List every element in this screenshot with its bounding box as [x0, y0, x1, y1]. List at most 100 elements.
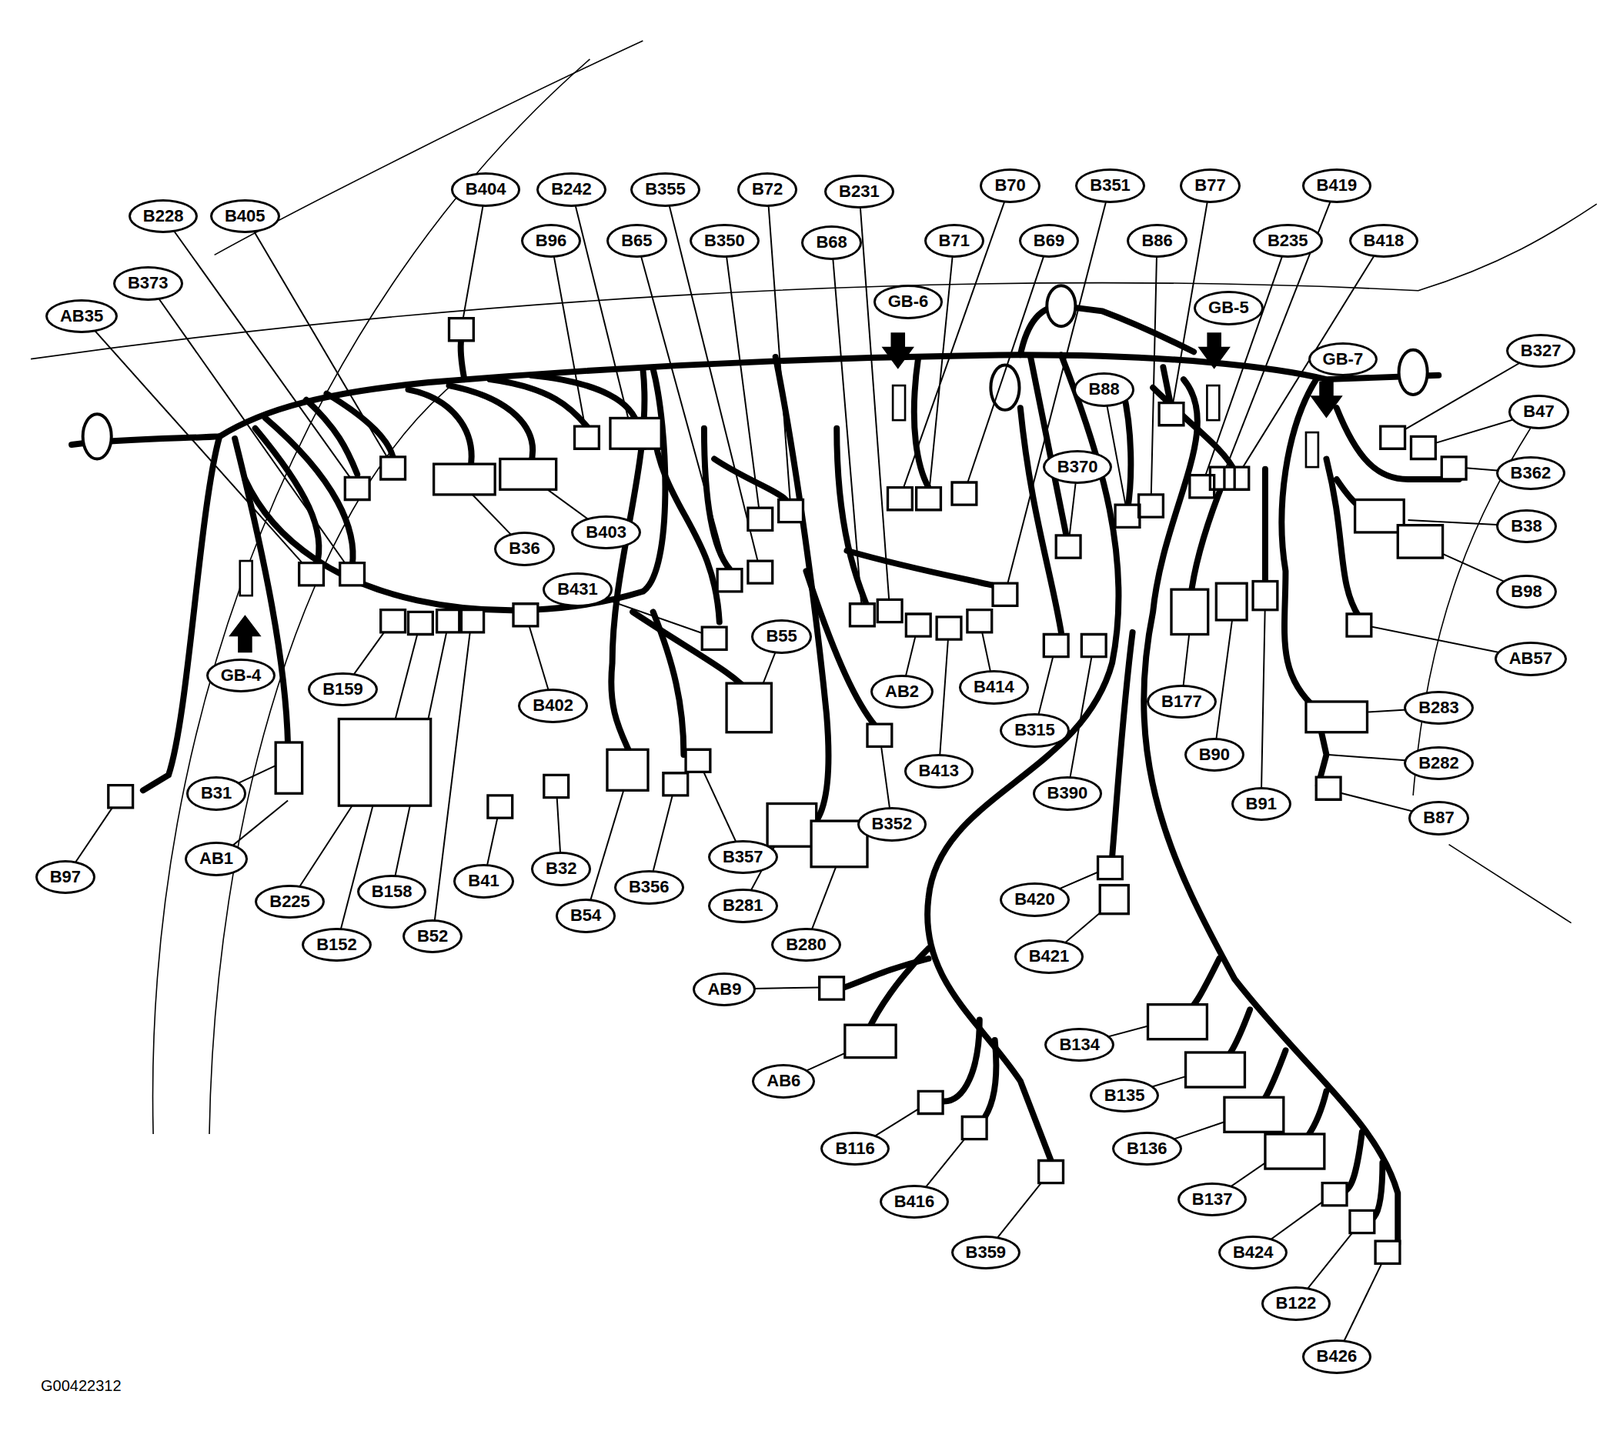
callout-number: B71: [938, 230, 970, 251]
callout-oval: B71: [924, 223, 985, 258]
callout-number: B235: [1267, 230, 1309, 251]
callout-number: AB6: [766, 1071, 801, 1091]
callout-oval: B416: [879, 1185, 950, 1220]
callout-oval: B77: [1179, 168, 1240, 203]
callout-number: B242: [551, 179, 592, 199]
callout-number: B405: [224, 206, 266, 226]
callout-oval: B235: [1252, 223, 1323, 258]
callout-oval: B55: [751, 619, 812, 654]
callout-oval: B41: [453, 864, 514, 899]
callout-oval: B418: [1349, 223, 1420, 258]
callout-oval: B362: [1496, 456, 1567, 491]
callout-oval: B242: [536, 172, 607, 207]
callout-number: B31: [200, 783, 232, 803]
callout-oval: B137: [1177, 1182, 1248, 1217]
callout-oval: B159: [307, 672, 378, 707]
callout-number: B152: [316, 935, 358, 955]
callout-oval: B402: [517, 688, 588, 723]
callout-oval: B177: [1146, 684, 1217, 719]
callout-oval: B134: [1044, 1028, 1115, 1063]
connectors: [108, 318, 1467, 1265]
callout-number: B356: [628, 877, 670, 897]
callout-number: B88: [1088, 379, 1119, 399]
callout-oval: B281: [708, 888, 779, 923]
callout-number: B97: [50, 867, 81, 887]
callout-oval: B424: [1218, 1235, 1289, 1270]
callout-number: B350: [704, 230, 745, 251]
callout-oval: B431: [542, 572, 613, 607]
callout-oval: B32: [531, 851, 592, 886]
callout-oval: B403: [571, 515, 642, 550]
callout-number: B134: [1058, 1035, 1100, 1055]
callout-oval: GB-4: [206, 658, 277, 693]
callout-number: B315: [1014, 720, 1056, 740]
callout-number: B159: [322, 679, 364, 699]
callout-oval: B135: [1089, 1078, 1160, 1113]
callout-oval: GB-7: [1308, 342, 1379, 377]
callout-number: B370: [1057, 457, 1099, 477]
callout-number: B54: [570, 905, 602, 926]
callout-oval: B414: [958, 670, 1029, 705]
callout-oval: B116: [820, 1132, 889, 1166]
callout-number: B424: [1232, 1242, 1274, 1263]
callout-oval: B86: [1126, 223, 1187, 258]
callout-number: AB57: [1509, 648, 1553, 669]
callout-number: B362: [1510, 463, 1552, 483]
callout-number: B228: [143, 206, 184, 226]
callout-number: B431: [557, 579, 598, 599]
callout-number: B41: [467, 871, 499, 891]
callout-number: AB1: [199, 848, 234, 869]
callout-number: B426: [1316, 1346, 1358, 1367]
callout-number: B225: [269, 891, 311, 912]
callout-oval: B72: [737, 172, 798, 207]
callout-number: B86: [1141, 230, 1173, 251]
callout-oval: AB57: [1494, 641, 1567, 676]
callout-number: B90: [1199, 744, 1230, 765]
callout-number: B280: [785, 935, 827, 955]
callout-number: AB2: [885, 681, 919, 702]
callout-oval: B90: [1184, 738, 1245, 772]
callout-oval: B52: [402, 919, 463, 954]
callout-number: GB-5: [1208, 297, 1250, 318]
callout-oval: B231: [824, 174, 895, 209]
callout-number: B91: [1245, 794, 1277, 814]
callout-oval: B228: [128, 199, 199, 234]
callout-number: B421: [1028, 946, 1070, 966]
callout-number: B352: [871, 814, 913, 834]
callout-oval: B420: [999, 882, 1070, 917]
callout-number: B116: [835, 1139, 875, 1159]
callout-number: B135: [1104, 1085, 1146, 1106]
callout-oval: GB-6: [873, 284, 944, 319]
callout-oval: B282: [1403, 746, 1474, 781]
callout-number: GB-4: [220, 665, 262, 685]
callout-oval: B357: [708, 840, 779, 875]
callout-number: AB9: [707, 979, 742, 999]
callout-number: B98: [1510, 581, 1542, 602]
callout-number: B77: [1194, 175, 1226, 195]
leader-lines: [65, 185, 1541, 1357]
callout-oval: B280: [771, 928, 842, 963]
grommets: [83, 285, 1428, 459]
callout-oval: B136: [1112, 1132, 1183, 1166]
ground-terminals: [240, 385, 1319, 596]
callout-oval: B91: [1231, 787, 1292, 822]
callout-number: B122: [1275, 1293, 1317, 1313]
callout-oval: AB6: [751, 1064, 816, 1099]
callout-number: B32: [545, 858, 577, 879]
callout-oval: B390: [1032, 776, 1103, 811]
callout-number: B355: [644, 179, 686, 199]
callout-oval: B31: [186, 776, 247, 811]
callout-oval: B426: [1302, 1339, 1373, 1374]
callout-oval: AB35: [45, 299, 118, 334]
callout-oval: B419: [1302, 168, 1373, 203]
callout-number: B373: [127, 273, 169, 293]
callout-oval: B327: [1506, 334, 1577, 368]
callout-number: B414: [973, 677, 1015, 697]
callout-number: B136: [1126, 1139, 1168, 1159]
callout-oval: B47: [1508, 394, 1569, 429]
callout-number: B413: [918, 761, 960, 781]
callout-number: B351: [1089, 175, 1131, 195]
callout-number: B36: [508, 538, 540, 558]
callout-number: B327: [1520, 340, 1562, 361]
callout-number: B55: [765, 626, 797, 646]
